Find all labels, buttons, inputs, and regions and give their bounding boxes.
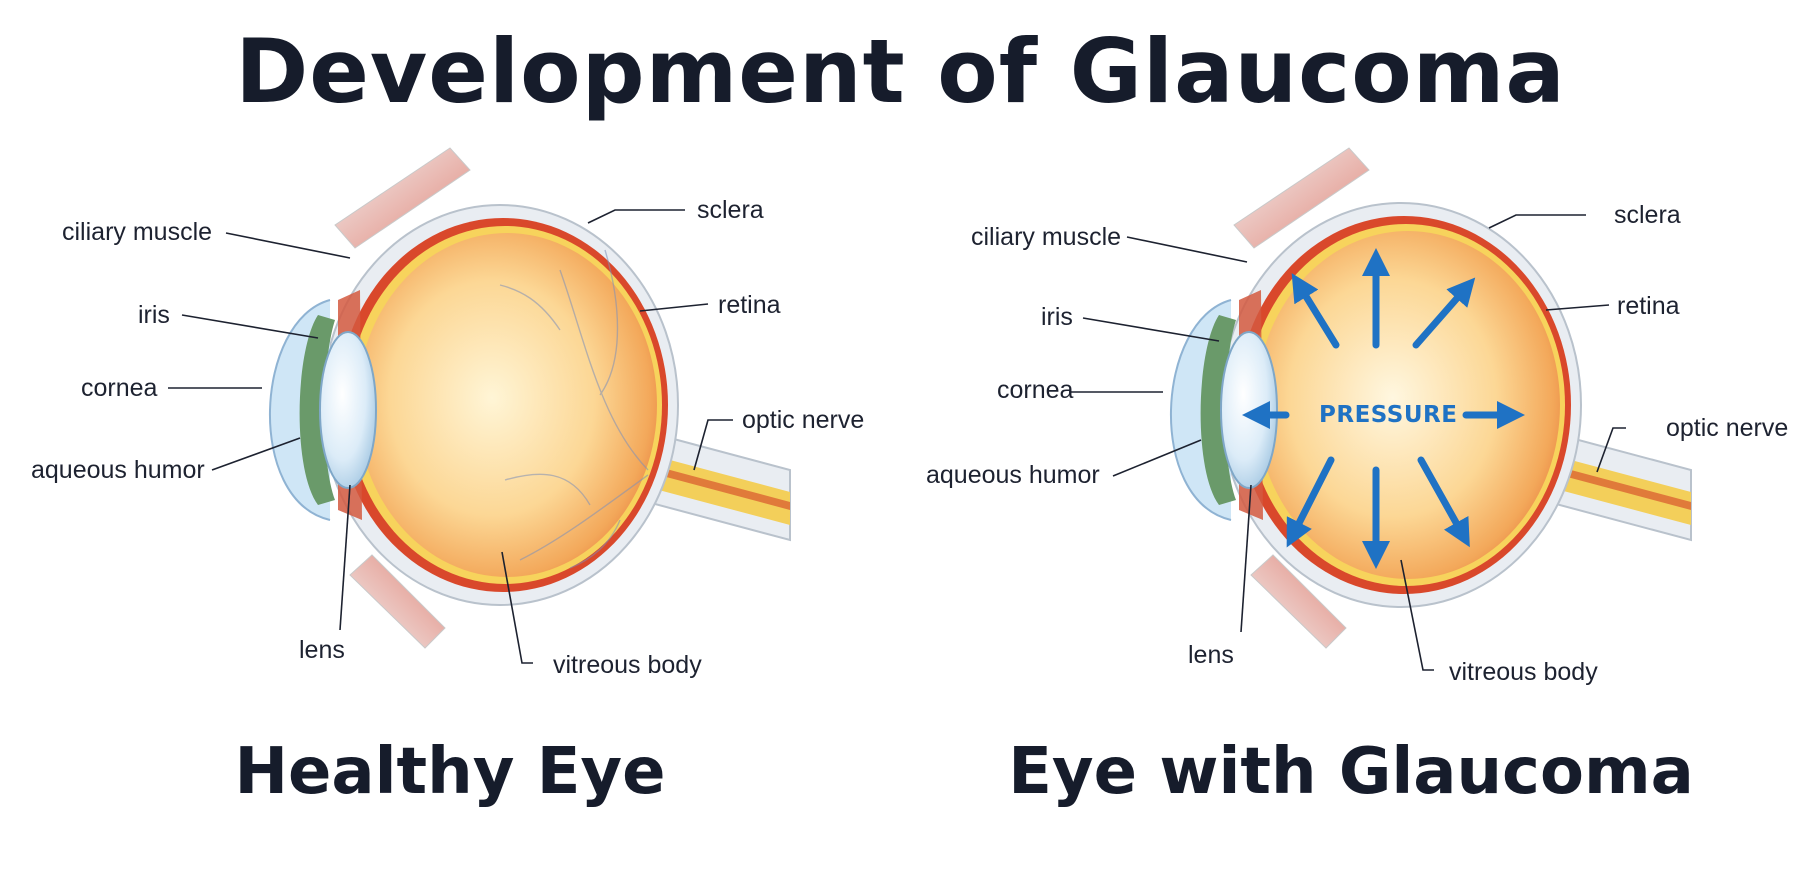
lower-extraocular-muscle <box>349 554 446 649</box>
leader-lines <box>168 209 733 664</box>
page-title: Development of Glaucoma <box>235 20 1566 123</box>
label-vitreous-body: vitreous body <box>553 651 702 679</box>
label-cornea: cornea <box>997 376 1074 404</box>
leader-lines <box>1069 214 1626 671</box>
label-retina: retina <box>718 291 781 319</box>
upper-extraocular-muscle <box>1233 147 1370 249</box>
label-vitreous-body: vitreous body <box>1449 658 1598 686</box>
label-optic-nerve: optic nerve <box>742 406 865 434</box>
label-cornea: cornea <box>81 374 158 402</box>
healthy-eye-heading: Healthy Eye <box>234 735 666 809</box>
label-optic-nerve: optic nerve <box>1666 414 1789 442</box>
label-ciliary-muscle: ciliary muscle <box>971 223 1122 251</box>
lens-shape <box>319 331 377 489</box>
optic-nerve-shape <box>639 428 791 542</box>
label-iris: iris <box>138 301 170 329</box>
upper-extraocular-muscle <box>334 147 471 249</box>
lower-extraocular-muscle <box>1250 554 1347 649</box>
label-ciliary-muscle: ciliary muscle <box>62 218 213 246</box>
vitreous-body-shape <box>1256 231 1560 579</box>
healthy-eye-panel: ciliary muscle iris cornea aqueous humor… <box>0 0 900 873</box>
label-lens: lens <box>1188 641 1234 669</box>
pressure-label: PRESSURE <box>1319 402 1458 428</box>
blood-vessels <box>499 249 649 569</box>
vitreous-body-shape <box>357 233 657 577</box>
pressure-arrows <box>1242 248 1525 569</box>
label-iris: iris <box>1041 303 1073 331</box>
label-lens: lens <box>299 636 345 664</box>
glaucoma-eye-panel: PRESSURE ciliary muscle iris cornea aque… <box>901 0 1801 873</box>
glaucoma-eye-diagram <box>1069 147 1692 671</box>
optic-nerve-shape <box>1540 428 1692 542</box>
label-retina: retina <box>1617 292 1680 320</box>
label-sclera: sclera <box>697 196 764 224</box>
glaucoma-eye-heading: Eye with Glaucoma <box>1008 735 1694 809</box>
label-aqueous-humor: aqueous humor <box>926 461 1100 489</box>
lens-shape <box>1220 331 1278 489</box>
healthy-eye-diagram <box>168 147 791 664</box>
label-sclera: sclera <box>1614 201 1681 229</box>
label-aqueous-humor: aqueous humor <box>31 456 205 484</box>
